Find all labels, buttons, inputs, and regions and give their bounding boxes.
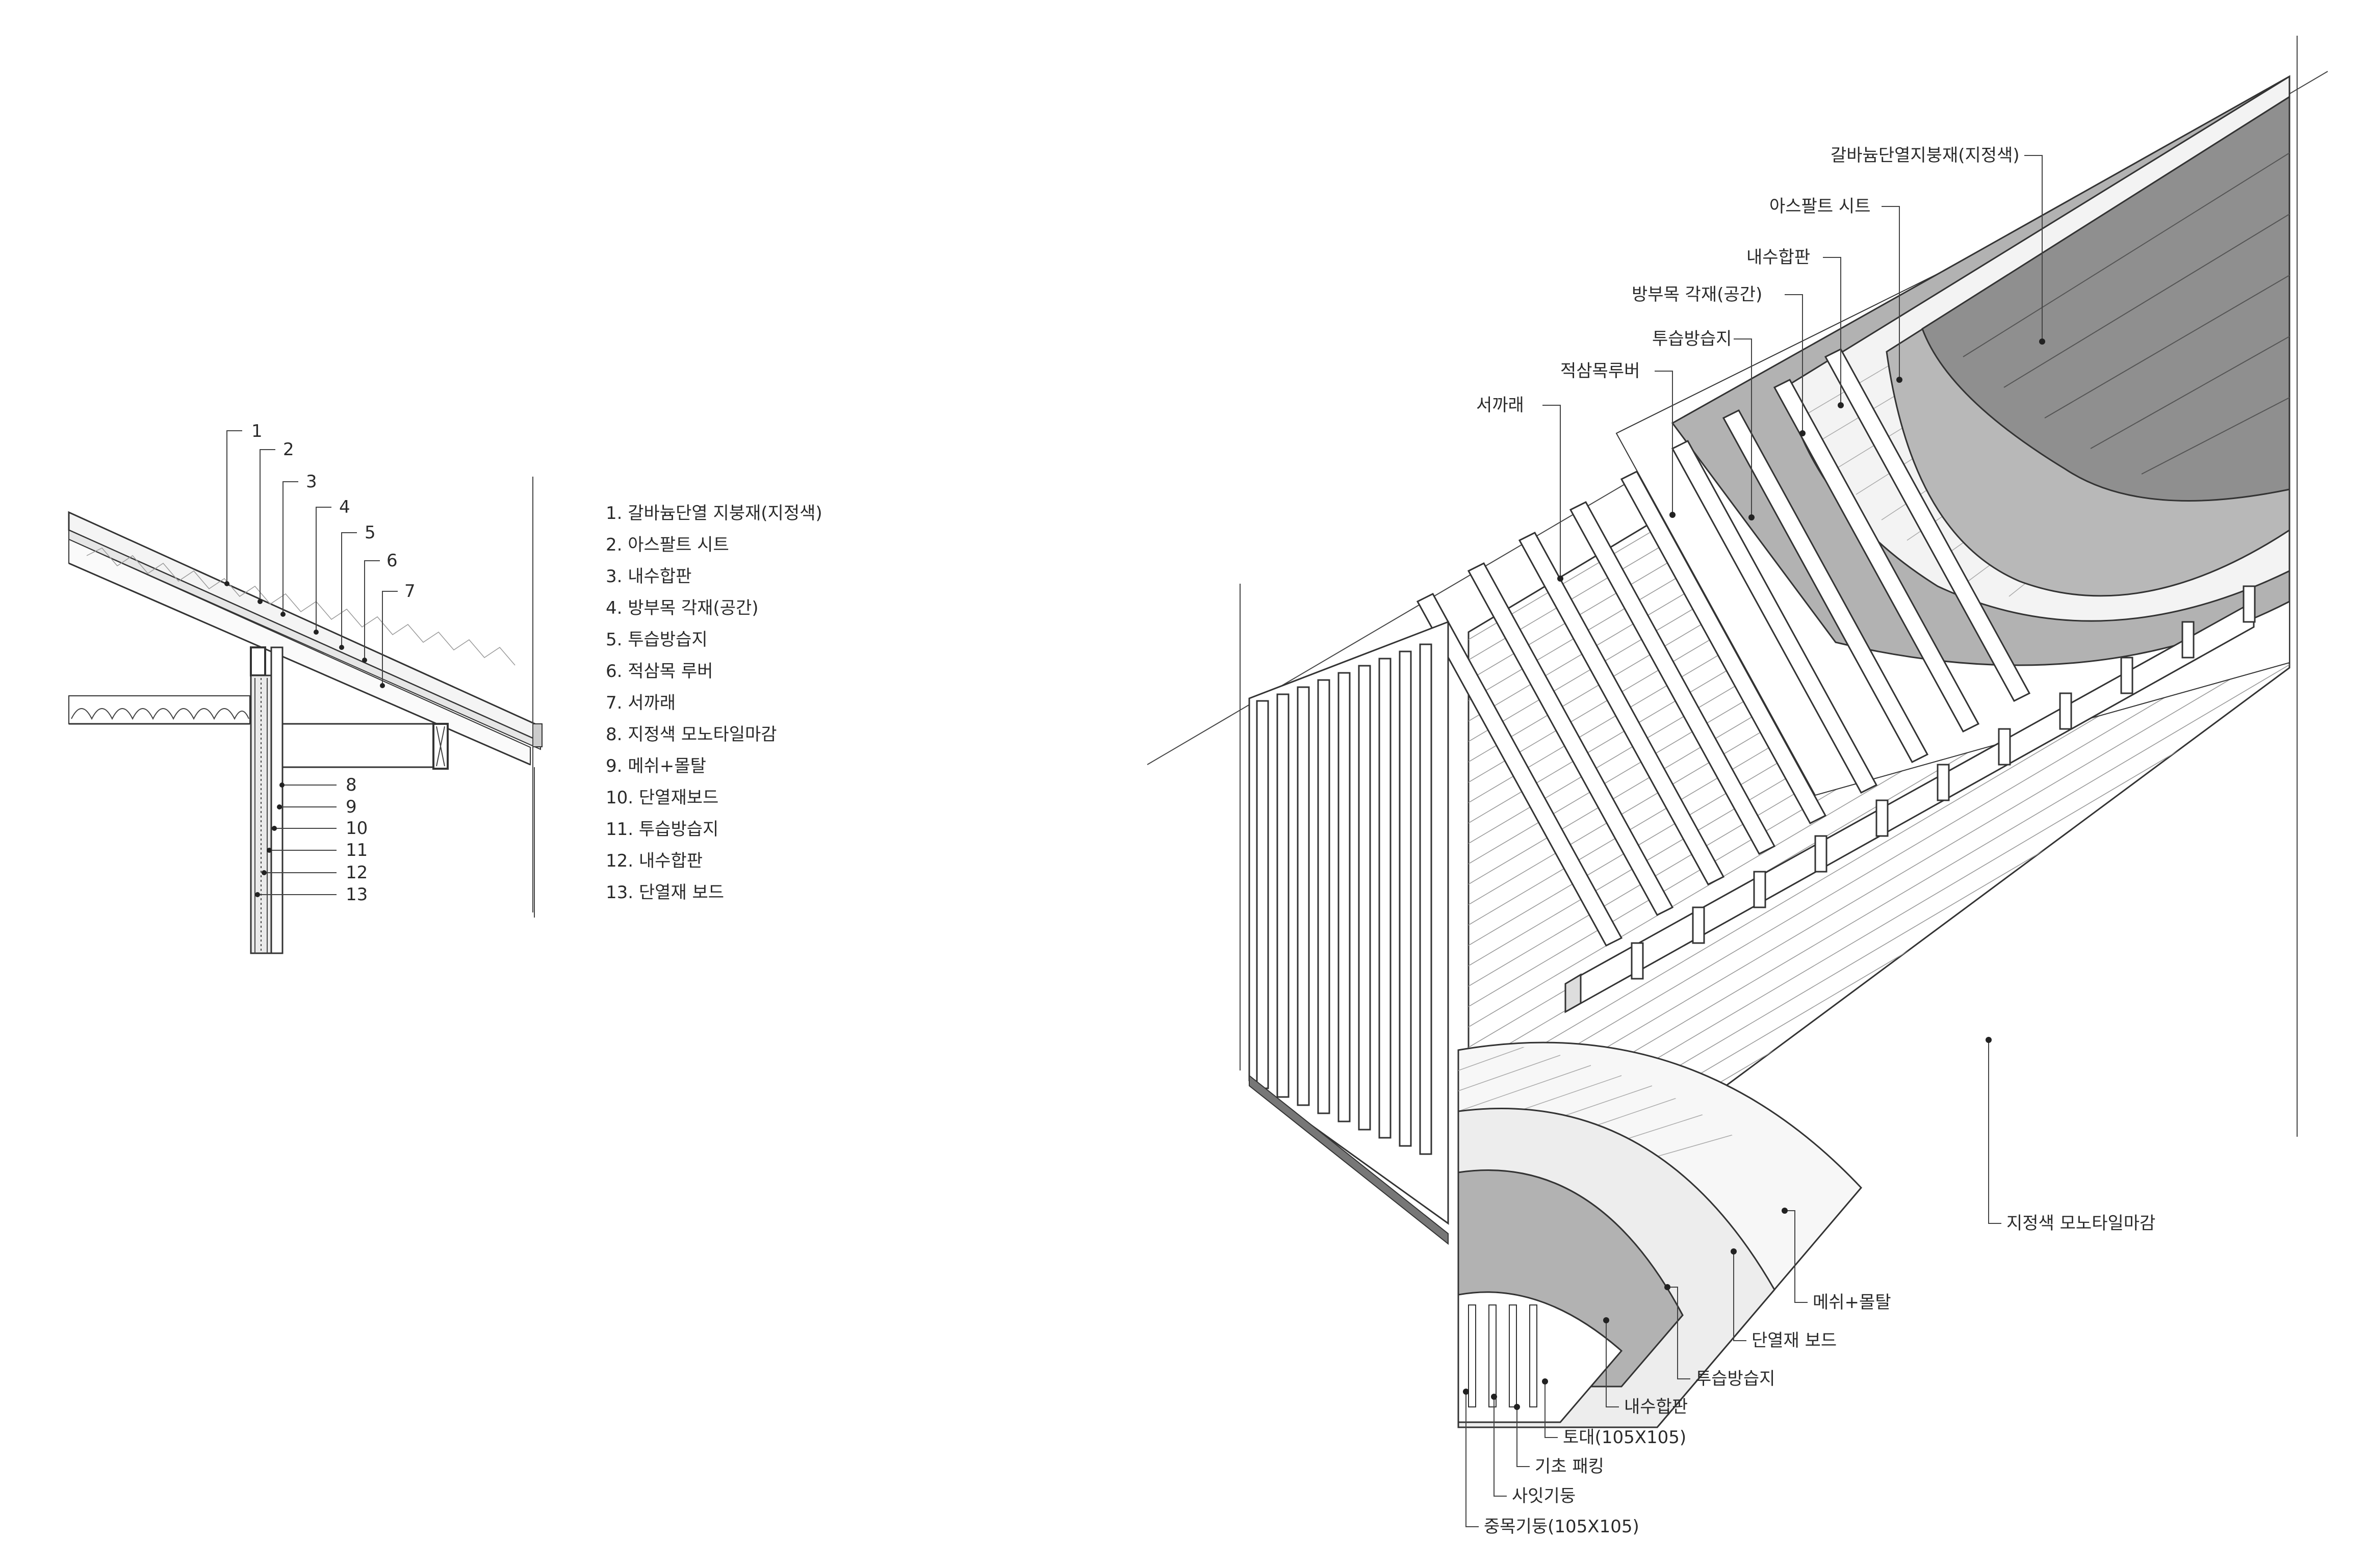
section-number: 4 [339,497,350,517]
roof-label: 아스팔트 시트 [1769,196,1871,217]
section-number: 2 [283,439,294,460]
wall-label: 투습방습지 [1695,1369,1775,1389]
wall-finish [270,646,284,954]
axonometric-view: 갈바늄단열지붕재(지정색) 아스팔트 시트 내수합판 방부목 각재(공간) 투습… [1147,36,2328,1537]
inner-studs [1468,1304,1537,1407]
roof-label: 적삼목루버 [1560,361,1640,381]
legend-item: 11. 투습방습지 [606,819,718,840]
galvalume-roof-band [1921,95,2290,502]
roof-label: 방부목 각재(공간) [1632,284,1762,305]
roof-leaders [1542,155,2045,582]
legend-item: 7. 서까래 [606,693,676,713]
roof-label: 갈바늄단열지붕재(지정색) [1831,145,2020,166]
roof-insulation [68,538,531,766]
legend-item: 2. 아스팔트 시트 [606,535,729,555]
wall-label: 중목기둥(105X105) [1484,1517,1639,1537]
wall-label: 내수합판 [1624,1397,1688,1417]
roof-label: 투습방습지 [1652,329,1732,349]
legend: 1. 갈바늄단열 지붕재(지정색) 2. 아스팔트 시트 3. 내수합판 4. … [606,503,822,903]
wall-label: 메쉬+몰탈 [1813,1292,1891,1313]
roof-sheet [68,529,541,750]
section-leaders-roof [224,430,398,688]
eave-flashing [532,723,543,747]
section-number: 3 [306,472,317,492]
section-detail: 1 2 3 4 5 6 7 8 9 10 11 12 13 [68,421,543,954]
sill-plate-edge [1249,1074,1449,1245]
wall-label: 토대(105X105) [1563,1427,1686,1448]
legend-item: 3. 내수합판 [606,566,691,587]
wall-leaders [1463,1037,2001,1527]
section-number: 9 [346,797,357,817]
legend-item: 8. 지정색 모노타일마감 [606,724,777,745]
section-number: 8 [346,775,357,795]
rafters [1416,348,2031,947]
galvalume-seams [1963,152,2290,475]
legend-item: 1. 갈바늄단열 지붕재(지정색) [606,503,822,524]
wall-studs [1256,643,1432,1155]
section-number: 12 [346,863,368,883]
section-number: 7 [404,581,416,602]
legend-item: 4. 방부목 각재(공간) [606,598,759,618]
section-number: 5 [365,522,376,543]
section-number: 13 [346,884,368,905]
legend-item: 6. 적삼목 루버 [606,661,713,682]
section-leaders-wall [255,782,337,897]
legend-item: 13. 단열재 보드 [606,882,724,903]
roof-label: 내수합판 [1746,247,1810,268]
wall-label: 단열재 보드 [1752,1330,1837,1351]
section-number: 10 [346,818,368,839]
legend-item: 9. 메쉬+몰탈 [606,756,706,776]
battens [1631,585,2256,980]
roof-insulation-hatch [86,547,516,666]
wall-body [250,674,272,954]
wall-label: 지정색 모노타일마감 [2006,1213,2155,1234]
legend-item: 10. 단열재보드 [606,788,718,808]
plywood-layer [1457,1291,1623,1423]
section-number: 6 [387,551,398,571]
roof-label: 서까래 [1476,395,1524,415]
wall-label: 사잇기둥 [1512,1486,1576,1506]
legend-item: 12. 내수합판 [606,851,703,871]
wall-label: 기초 패킹 [1535,1456,1604,1477]
legend-item: 5. 투습방습지 [606,630,708,650]
top-plate [250,646,266,676]
section-number: 1 [251,421,263,441]
section-number: 11 [346,840,368,860]
